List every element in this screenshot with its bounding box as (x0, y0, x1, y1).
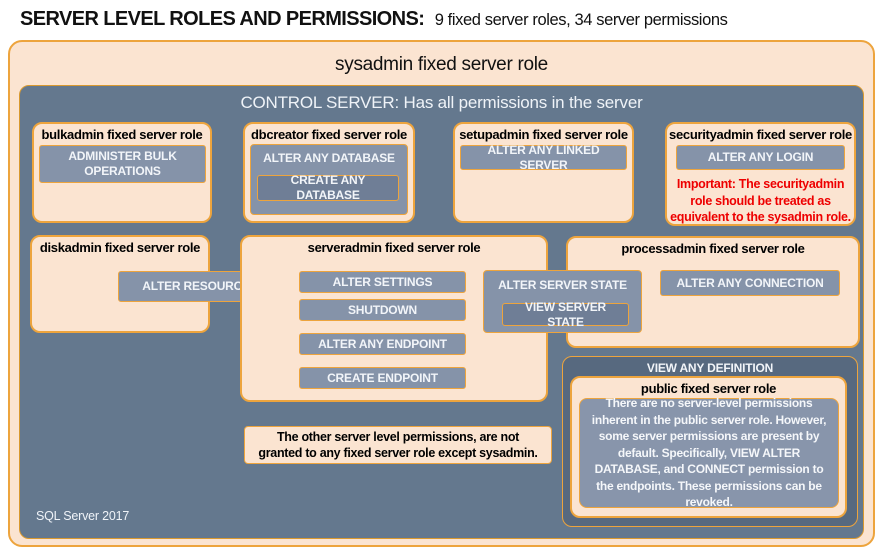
permission-view-any-definition: VIEW ANY DEFINITION public fixed server … (562, 356, 858, 527)
page-title-suffix: 9 fixed server roles, 34 server permissi… (434, 11, 728, 29)
role-box-securityadmin: securityadmin fixed server role ALTER AN… (665, 122, 856, 226)
role-title-diskadmin: diskadmin fixed server role (39, 240, 201, 255)
sysadmin-role-label: sysadmin fixed server role (335, 54, 548, 75)
permission-alter-server-state: ALTER SERVER STATE VIEW SERVER STATE (483, 270, 642, 333)
sysadmin-role-container: sysadmin fixed server role CONTROL SERVE… (8, 40, 875, 547)
role-title-bulkadmin: bulkadmin fixed server role (41, 127, 203, 142)
permission-create-endpoint: CREATE ENDPOINT (299, 367, 466, 389)
page-title: SERVER LEVEL ROLES AND PERMISSIONS: 9 fi… (20, 8, 728, 31)
public-role-description: There are no server-level permissions in… (579, 396, 839, 509)
permission-shutdown: SHUTDOWN (299, 299, 466, 321)
role-title-securityadmin: securityadmin fixed server role (669, 127, 852, 142)
sql-server-version-label: SQL Server 2017 (36, 509, 130, 523)
permission-alter-any-linked-server: ALTER ANY LINKED SERVER (460, 143, 627, 172)
role-title-processadmin: processadmin fixed server role (621, 241, 805, 256)
other-permissions-note: The other server level permissions, are … (244, 426, 552, 464)
role-box-setupadmin: setupadmin fixed server role ALTER ANY L… (453, 122, 634, 223)
role-box-public: public fixed server role There are no se… (570, 376, 847, 518)
permission-administer-bulk-operations: ADMINISTER BULK OPERATIONS (39, 145, 206, 183)
role-title-setupadmin: setupadmin fixed server role (459, 127, 628, 142)
permission-alter-any-endpoint: ALTER ANY ENDPOINT (299, 333, 466, 355)
permission-create-any-database: CREATE ANY DATABASE (257, 173, 399, 202)
role-title-public: public fixed server role (640, 381, 777, 396)
permission-alter-any-database: ALTER ANY DATABASE CREATE ANY DATABASE (250, 144, 408, 215)
permission-view-any-definition-label: VIEW ANY DEFINITION (646, 361, 774, 375)
role-title-dbcreator: dbcreator fixed server role (251, 127, 407, 142)
role-box-bulkadmin: bulkadmin fixed server role ADMINISTER B… (32, 122, 212, 223)
permission-alter-settings: ALTER SETTINGS (299, 271, 466, 293)
role-box-dbcreator: dbcreator fixed server role ALTER ANY DA… (243, 122, 415, 223)
role-box-diskadmin: diskadmin fixed server role ALTER RESOUR… (30, 235, 282, 333)
control-server-label: CONTROL SERVER: Has all permissions in t… (240, 93, 643, 112)
permission-view-server-state: VIEW SERVER STATE (502, 300, 629, 329)
role-title-serveradmin: serveradmin fixed server role (307, 240, 481, 255)
page-title-main: SERVER LEVEL ROLES AND PERMISSIONS: (20, 8, 425, 30)
permission-alter-any-database-label: ALTER ANY DATABASE (263, 151, 395, 165)
permission-alter-any-connection: ALTER ANY CONNECTION (660, 270, 840, 296)
control-server-container: CONTROL SERVER: Has all permissions in t… (19, 85, 864, 539)
permission-alter-server-state-label: ALTER SERVER STATE (498, 278, 627, 292)
permission-alter-any-login: ALTER ANY LOGIN (676, 145, 845, 170)
securityadmin-warning-text: Important: The securityadmin role should… (670, 177, 851, 224)
